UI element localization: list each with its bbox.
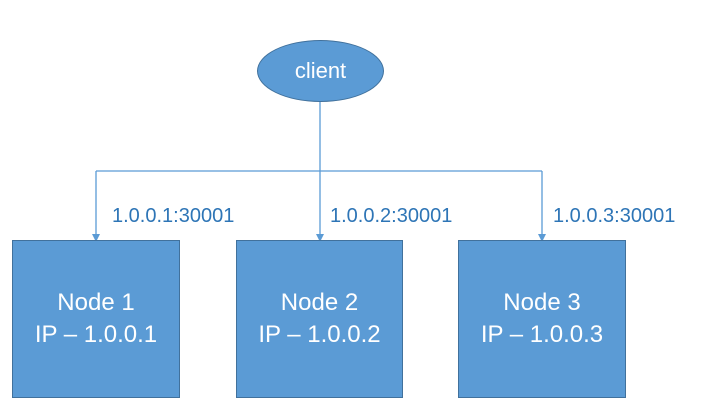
node-2-box[interactable]: Node 2 IP – 1.0.0.2 — [236, 240, 403, 398]
node-1-name: Node 1 — [57, 288, 135, 316]
node-2-name: Node 2 — [280, 288, 359, 316]
node-3-ip: IP – 1.0.0.3 — [480, 321, 604, 348]
client-label: client — [294, 58, 347, 83]
node-1-ip: IP – 1.0.0.1 — [34, 321, 158, 348]
node-3-box[interactable]: Node 3 IP – 1.0.0.3 — [458, 240, 626, 398]
node-2-endpoint-label: 1.0.0.2:30001 — [330, 205, 453, 227]
node-2-ip: IP – 1.0.0.2 — [258, 321, 381, 348]
node-1-endpoint-label: 1.0.0.1:30001 — [112, 205, 235, 227]
client-ellipse[interactable]: client — [257, 40, 384, 102]
node-3-endpoint-label: 1.0.0.3:30001 — [553, 205, 676, 227]
node-1-box[interactable]: Node 1 IP – 1.0.0.1 — [12, 240, 180, 398]
node-3-name: Node 3 — [503, 288, 581, 316]
